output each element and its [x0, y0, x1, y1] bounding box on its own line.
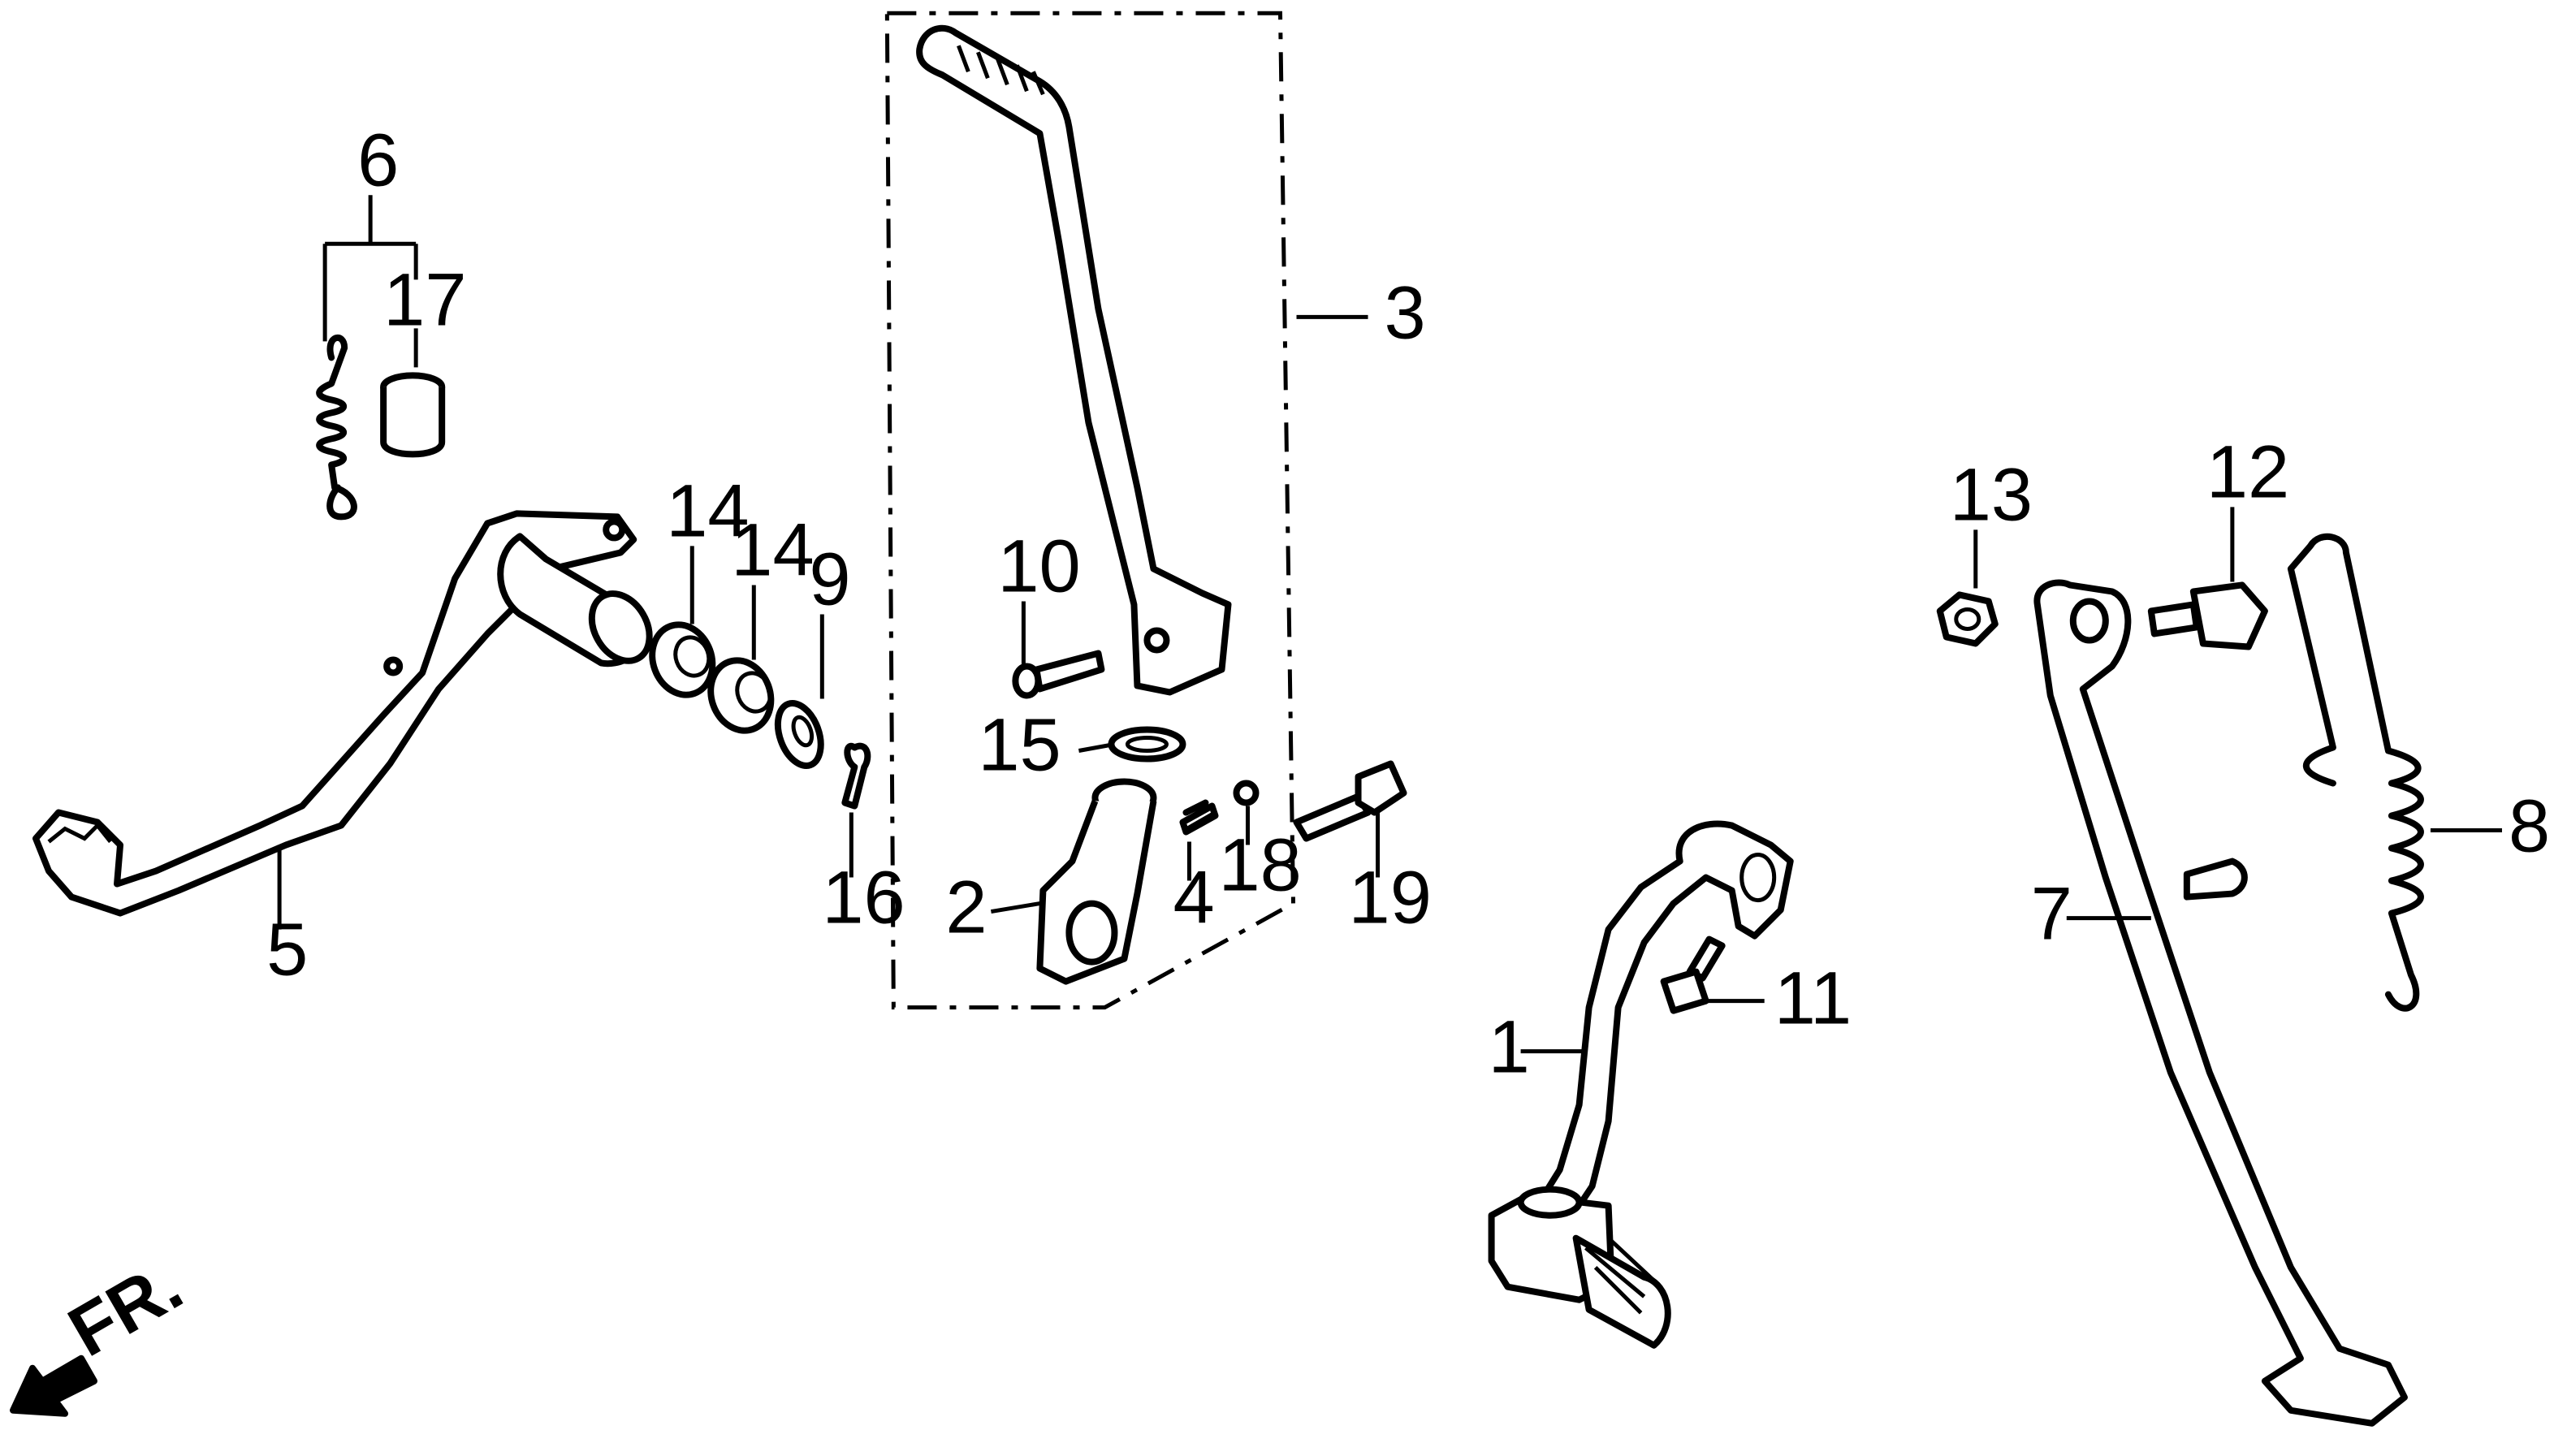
side-stand — [2033, 579, 2408, 1427]
front-label: FR. — [55, 1245, 195, 1372]
callout-5: 5 — [266, 908, 308, 992]
spring-6 — [316, 334, 357, 521]
callout-9: 9 — [809, 537, 850, 620]
callout-labels: 1 2 3 4 5 6 7 8 9 10 11 12 13 14 14 15 1… — [266, 118, 2550, 1088]
cotter-pin-16 — [841, 742, 871, 810]
callout-7: 7 — [2031, 872, 2072, 956]
side-stand-spring-8 — [2287, 533, 2424, 1012]
nut-13 — [1936, 591, 1999, 647]
callout-19: 19 — [1349, 856, 1432, 940]
callout-18: 18 — [1218, 823, 1301, 907]
callout-6: 6 — [357, 118, 399, 201]
ball-18 — [1233, 780, 1260, 806]
callout-15: 15 — [978, 703, 1061, 787]
washer-15 — [1108, 726, 1186, 763]
callout-2: 2 — [945, 866, 987, 949]
kick-spindle-joint — [1036, 778, 1157, 985]
front-direction-indicator: FR. — [10, 1245, 195, 1417]
callout-13: 13 — [1950, 452, 2033, 536]
callout-3: 3 — [1385, 270, 1426, 354]
callout-4: 4 — [1173, 856, 1214, 940]
collar-17 — [380, 372, 446, 458]
callout-14b: 14 — [731, 508, 814, 591]
callout-1: 1 — [1489, 1005, 1530, 1089]
bushing-14b — [707, 657, 775, 734]
bushing-14a — [649, 621, 716, 698]
leader-lines — [277, 195, 2502, 1054]
pivot-bolt-12 — [2147, 581, 2268, 650]
callout-12: 12 — [2206, 430, 2289, 513]
kick-starter-arm — [916, 24, 1232, 696]
callout-16: 16 — [822, 856, 905, 940]
callout-17: 17 — [383, 257, 466, 341]
front-arrow-icon — [10, 1354, 98, 1417]
washer-9 — [774, 700, 824, 769]
bolt-10 — [1012, 650, 1105, 699]
flange-bolt-19 — [1293, 760, 1407, 842]
callout-10: 10 — [997, 524, 1080, 607]
callout-14a: 14 — [666, 469, 749, 552]
kickstarter-group-outline — [884, 11, 1296, 1010]
brake-pedal — [32, 510, 653, 917]
callout-11: 11 — [1774, 957, 1852, 1040]
callout-8: 8 — [2509, 784, 2550, 868]
spring-4 — [1179, 799, 1219, 836]
gear-shift-pedal — [1488, 820, 1794, 1349]
